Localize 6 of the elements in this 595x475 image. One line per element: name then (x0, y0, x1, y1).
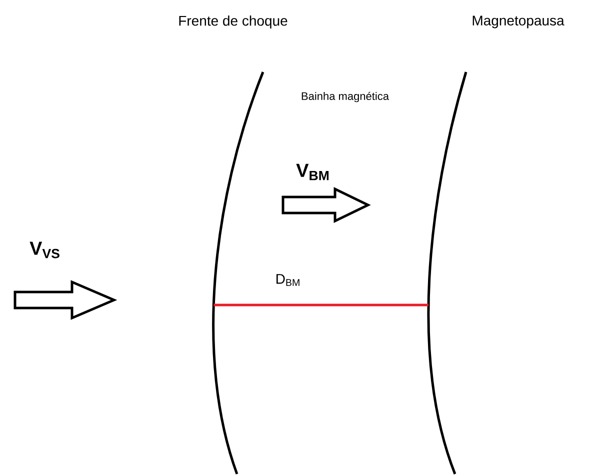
curve-title: Magnetopausa (472, 16, 564, 28)
velocity-label: V$_{VS}$ (30, 242, 60, 258)
distance-label: D$_{BM}$ (276, 274, 300, 286)
velocity-label: V$_{BM}$ (296, 164, 329, 180)
region-label: Bainha magnética (302, 92, 389, 102)
curve-title: Frente de choque (179, 15, 288, 29)
